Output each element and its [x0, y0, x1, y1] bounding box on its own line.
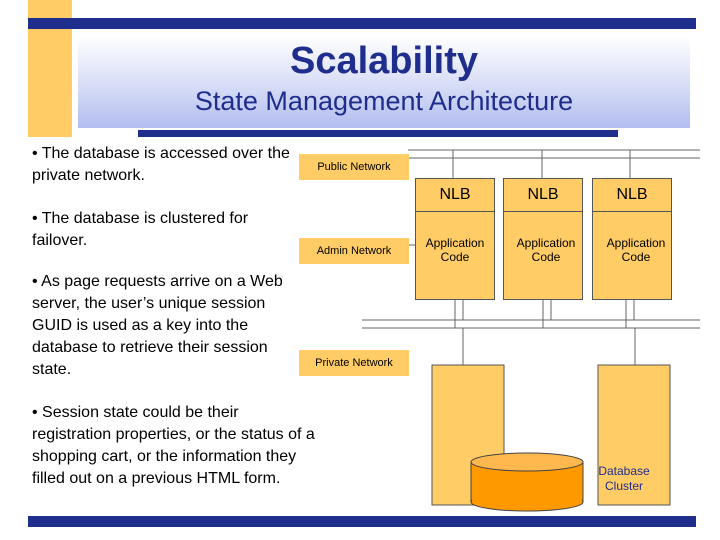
left-accent-block — [28, 22, 72, 137]
nlb-box-1: NLB — [415, 178, 495, 212]
app-code-line1: Application — [606, 236, 666, 250]
top-rule — [28, 18, 696, 29]
bottom-rule — [28, 516, 696, 527]
app-code-label-1: Application Code — [415, 236, 495, 264]
slide-subtitle: State Management Architecture — [194, 86, 574, 116]
title-underline-rule — [138, 130, 618, 137]
app-code-line2: Code — [440, 250, 470, 264]
database-cylinder-top — [470, 452, 584, 472]
app-code-line1: Application — [516, 236, 576, 250]
bullet-clustered-failover: • The database is clustered for failover… — [32, 210, 249, 249]
nlb-box-2: NLB — [503, 178, 583, 212]
public-network-label: Public Network — [299, 154, 409, 180]
app-code-line2: Code — [531, 250, 561, 264]
app-code-label-2: Application Code — [506, 236, 586, 264]
app-code-label-3: Application Code — [596, 236, 676, 264]
title-panel — [78, 36, 690, 128]
database-cluster-line2: Cluster — [604, 479, 643, 493]
slide-title: Scalability — [290, 40, 478, 82]
app-code-line1: Application — [425, 236, 485, 250]
database-cluster-line1: Database — [598, 464, 650, 478]
admin-network-label: Admin Network — [299, 238, 409, 264]
database-cluster-label: Database Cluster — [585, 464, 663, 500]
bullet-session-guid: • As page requests arrive on a Web serve… — [32, 273, 283, 378]
bullet-session-state: • Session state could be their registrat… — [32, 404, 315, 487]
db-server-right — [597, 364, 671, 506]
app-code-line2: Code — [621, 250, 651, 264]
bullet-private-network: • The database is accessed over the priv… — [32, 145, 290, 184]
private-network-label: Private Network — [299, 350, 409, 376]
nlb-box-3: NLB — [592, 178, 672, 212]
corner-accent-block — [28, 0, 72, 22]
